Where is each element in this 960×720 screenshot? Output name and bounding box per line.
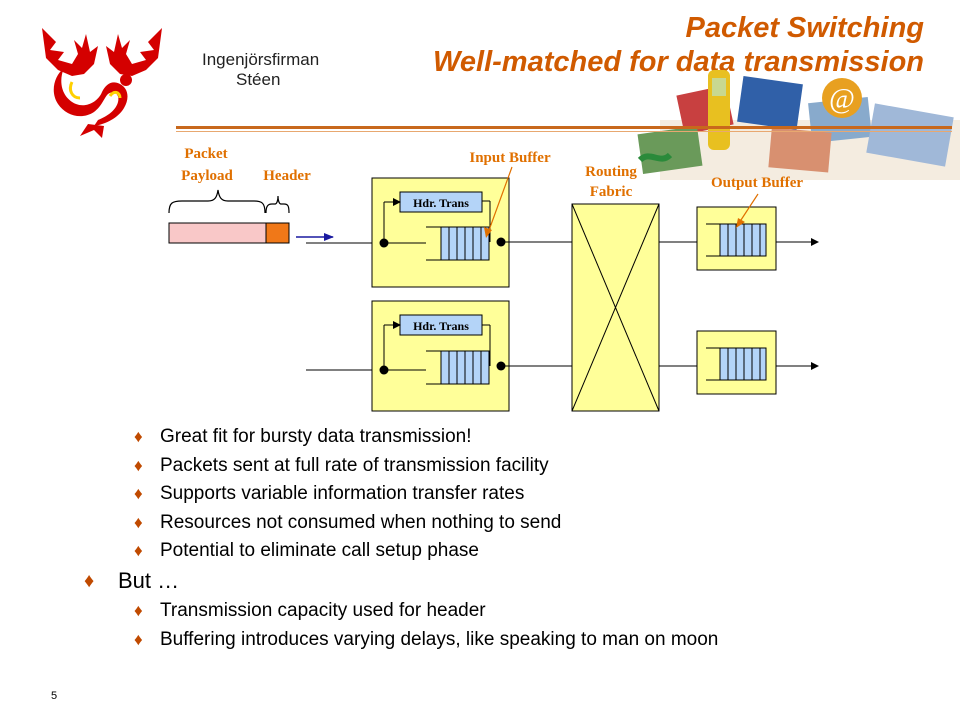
input-buffer-pointer-head bbox=[484, 227, 492, 238]
input-buffer-pointer bbox=[487, 166, 513, 234]
hdr-trans-label-2: Hdr. Trans bbox=[413, 319, 469, 333]
bullet-item: ♦Transmission capacity used for header bbox=[134, 600, 486, 621]
title-divider-thin bbox=[176, 131, 952, 132]
diamond-bullet-icon: ♦ bbox=[134, 484, 143, 503]
packet-header bbox=[265, 222, 290, 244]
bullet-item: ♦But … bbox=[84, 568, 180, 593]
label-packet: Packet bbox=[184, 146, 227, 162]
packet-payload bbox=[168, 222, 267, 244]
bullet-item: ♦Resources not consumed when nothing to … bbox=[134, 512, 562, 533]
label-fabric: Fabric bbox=[590, 184, 633, 200]
junction-dot-2a bbox=[379, 365, 389, 375]
svg-text:@: @ bbox=[829, 84, 855, 115]
slide-title-line1: Packet Switching bbox=[685, 12, 924, 44]
diamond-bullet-icon: ♦ bbox=[134, 601, 143, 620]
output-buffer-pointer bbox=[738, 193, 759, 224]
bullet-item: ♦Supports variable information transfer … bbox=[134, 483, 525, 504]
slide-title-line2: Well-matched for data transmission bbox=[433, 46, 924, 78]
logo-text-line2: Stéen bbox=[236, 70, 281, 89]
payload-brace bbox=[168, 189, 266, 214]
output-buffer-pointer-head bbox=[736, 218, 745, 228]
bullet-item: ♦Potential to eliminate call setup phase bbox=[134, 540, 479, 561]
page-number: 5 bbox=[51, 690, 58, 702]
junction-dot-1a bbox=[379, 238, 389, 248]
bullet-item: ♦Buffering introduces varying delays, li… bbox=[134, 629, 719, 650]
diamond-bullet-icon: ♦ bbox=[134, 630, 143, 649]
packet-switch-diagram: Packet Payload Header Input Buffer Routi… bbox=[168, 146, 819, 412]
title-divider bbox=[176, 126, 952, 129]
label-input-buffer: Input Buffer bbox=[469, 150, 551, 166]
diamond-bullet-icon: ♦ bbox=[134, 513, 143, 532]
diamond-bullet-icon: ♦ bbox=[84, 570, 95, 592]
output-queue-1 bbox=[706, 223, 767, 257]
diamond-bullet-icon: ♦ bbox=[134, 541, 143, 560]
bullet-item: ♦Great fit for bursty data transmission! bbox=[134, 426, 472, 447]
hdr-trans-label-1: Hdr. Trans bbox=[413, 196, 469, 210]
output-queue-2 bbox=[706, 347, 767, 381]
label-output-buffer: Output Buffer bbox=[711, 175, 803, 191]
fabric-cross-2 bbox=[571, 203, 660, 412]
header-brace bbox=[265, 195, 290, 214]
label-payload: Payload bbox=[181, 168, 233, 184]
decorative-collage-image: @ bbox=[637, 70, 960, 180]
label-header: Header bbox=[263, 168, 311, 184]
diamond-bullet-icon: ♦ bbox=[134, 427, 143, 446]
logo-text-line1: Ingenjörsfirman bbox=[202, 50, 320, 69]
label-routing: Routing bbox=[585, 164, 637, 180]
bullet-item: ♦Packets sent at full rate of transmissi… bbox=[134, 455, 549, 476]
input-queue-1 bbox=[426, 226, 490, 261]
input-queue-2 bbox=[426, 350, 490, 385]
phoenix-logo bbox=[42, 28, 162, 138]
diamond-bullet-icon: ♦ bbox=[134, 456, 143, 475]
